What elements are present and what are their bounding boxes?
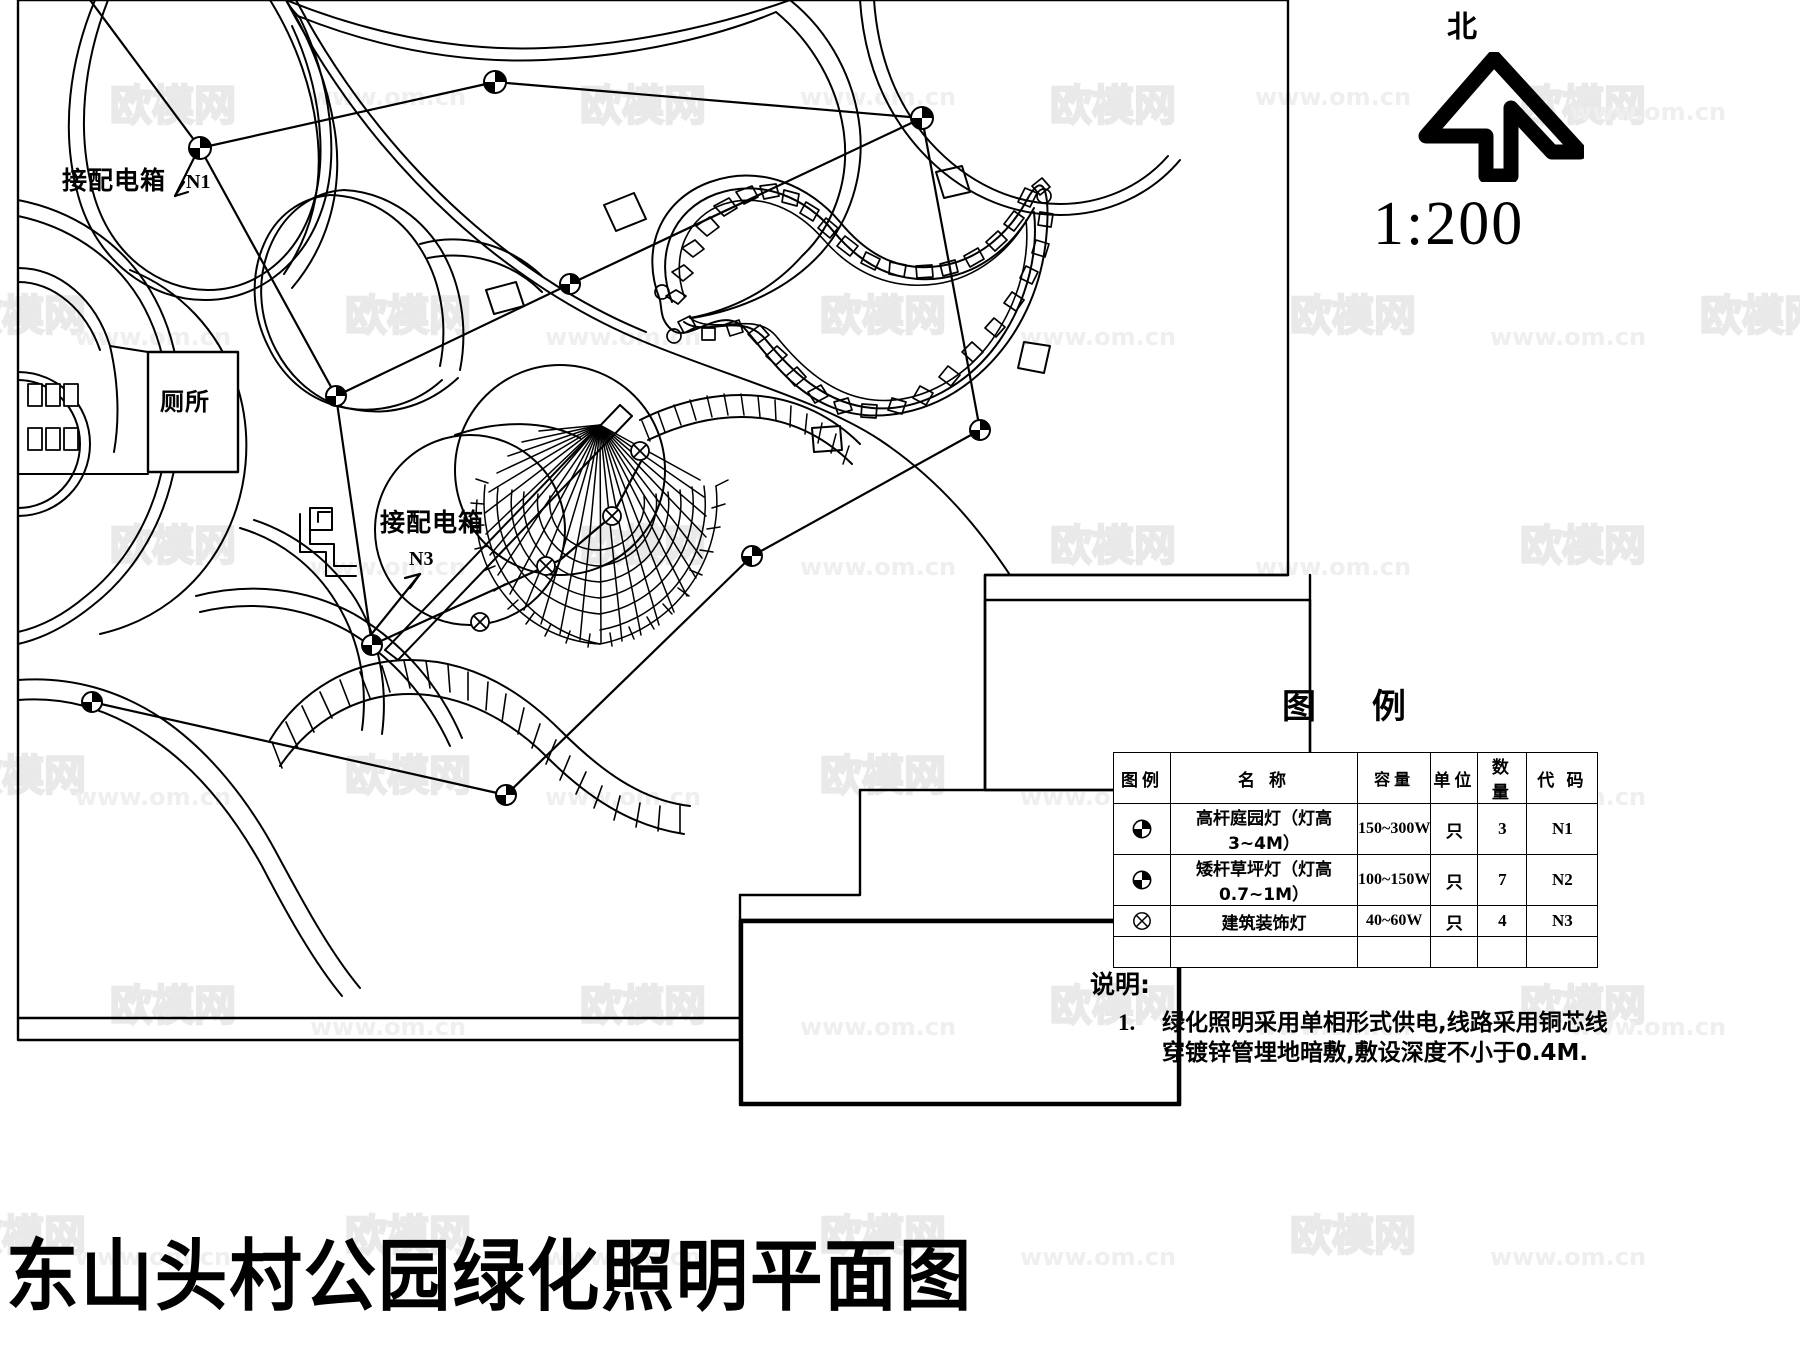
legend-unit-cell: 只: [1430, 854, 1479, 906]
page-title: 东山头村公园绿化照明平面图: [6, 1232, 974, 1322]
west-path-network: [17, 199, 385, 997]
legend-qty-cell: 3: [1477, 803, 1528, 855]
legend-symbol-cell: [1113, 803, 1171, 855]
lamp-symbols-high-pole: [188, 70, 934, 160]
legend-code-cell: [1526, 936, 1599, 968]
low-pole-lawn-lamp-icon: [1132, 870, 1152, 890]
legend-col-symbol: 图例: [1113, 752, 1171, 804]
panel-code-n3: N3: [409, 548, 434, 570]
legend-row-blank: [1113, 936, 1599, 968]
legend-heading: 图 例: [1282, 687, 1428, 727]
notes-item-number: 1.: [1118, 1010, 1136, 1035]
legend-code-cell: N1: [1526, 803, 1599, 855]
legend-name-cell: 矮杆草坪灯（灯高0.7~1M）: [1170, 854, 1358, 906]
legend-name-cell: [1170, 936, 1358, 968]
legend-col-name: 名 称: [1170, 752, 1358, 804]
north-character: 北: [1447, 10, 1477, 45]
north-arrow-icon: [1418, 52, 1584, 182]
legend-code-cell: N3: [1526, 905, 1599, 937]
legend-symbol-cell: [1113, 905, 1171, 937]
legend-unit-cell: 只: [1430, 803, 1479, 855]
legend-col-code: 代 码: [1526, 752, 1599, 804]
panel-code-n1: N1: [186, 171, 211, 193]
legend-table: 图例 名 称 容量 单位 数 量 代 码 高杆庭园灯（灯高3~4M） 1: [1113, 752, 1599, 968]
notes-item-line2: 穿镀锌管埋地暗敷,敷设深度不小于0.4M.: [1162, 1040, 1589, 1067]
panel-label-n3: 接配电箱: [380, 508, 485, 537]
legend-symbol-cell: [1113, 936, 1171, 968]
path-loop-upper: [285, 0, 862, 319]
legend-capacity-cell: [1356, 936, 1432, 968]
legend-symbol-cell: [1113, 854, 1171, 906]
west-circular-pavilion: [17, 371, 91, 517]
path-central-spine: [285, 0, 1011, 576]
legend-unit-cell: [1430, 936, 1479, 968]
legend-qty-cell: 7: [1477, 854, 1528, 906]
upper-left-arc-detail: [17, 267, 149, 475]
high-pole-garden-lamp-icon: [1132, 819, 1152, 839]
legend-row: 矮杆草坪灯（灯高0.7~1M） 100~150W 只 7 N2: [1113, 854, 1599, 906]
south-detail-lines: [299, 513, 357, 577]
toilet-label: 厕所: [160, 388, 210, 416]
legend-name-cell: 高杆庭园灯（灯高3~4M）: [1170, 803, 1358, 855]
legend-capacity-cell: 40~60W: [1356, 905, 1432, 937]
southwest-curve: [195, 587, 463, 747]
toilet-building: [146, 350, 240, 474]
path-network-northwest: [67, 0, 339, 301]
terraced-walk-south: [269, 659, 691, 835]
scale-text: 1:200: [1373, 190, 1525, 258]
water-body-pond: [651, 174, 1049, 417]
legend-unit-cell: 只: [1430, 905, 1479, 937]
legend-col-qty: 数 量: [1477, 752, 1528, 804]
legend-capacity-cell: 100~150W: [1356, 854, 1432, 906]
building-decoration-lamp-icon: [1133, 912, 1151, 930]
notes-item: 1. 绿化照明采用单相形式供电,线路采用铜芯线 穿镀锌管埋地暗敷,敷设深度不小于…: [1118, 1008, 1678, 1069]
panel-label-n1: 接配电箱: [62, 166, 167, 195]
lighting-circuit-wiring: [88, 0, 982, 797]
legend-capacity-cell: 150~300W: [1356, 803, 1432, 855]
path-right-upper: [859, 0, 1181, 216]
legend-row: 高杆庭园灯（灯高3~4M） 150~300W 只 3 N1: [1113, 803, 1599, 855]
legend-qty-cell: 4: [1477, 905, 1528, 937]
notes-heading: 说明:: [1090, 970, 1150, 999]
legend-col-capacity: 容量: [1356, 752, 1432, 804]
legend-header-row: 图例 名 称 容量 单位 数 量 代 码: [1113, 752, 1599, 804]
ribbed-band-northeast: [639, 393, 861, 465]
legend-name-cell: 建筑装饰灯: [1170, 905, 1358, 937]
legend-code-cell: N2: [1526, 854, 1599, 906]
legend-col-unit: 单位: [1430, 752, 1479, 804]
legend-qty-cell: [1477, 936, 1528, 968]
pond-stone-edging: [654, 177, 1054, 419]
pond-inner-contour: [678, 199, 1029, 402]
notes-item-line1: 绿化照明采用单相形式供电,线路采用铜芯线: [1162, 1010, 1608, 1036]
lamp-symbols-low-pole: [81, 273, 991, 806]
diagonal-walkway: [384, 404, 633, 661]
radial-fan-paving: [470, 424, 729, 648]
central-lawn-curves: [253, 189, 543, 413]
legend-row: 建筑装饰灯 40~60W 只 4 N3: [1113, 905, 1599, 937]
lamp-symbols-decoration: [470, 441, 650, 632]
